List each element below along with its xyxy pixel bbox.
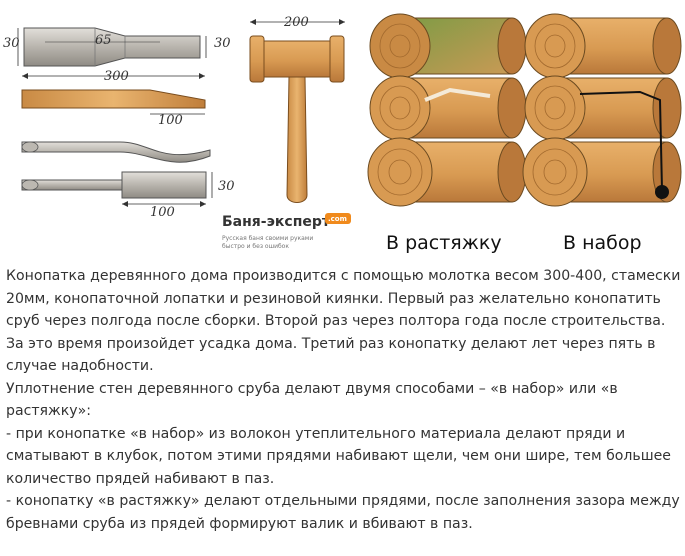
dim-100-bottom: 100 [150, 205, 175, 220]
wide-caulking-chisel: 30 100 [21, 171, 235, 220]
dim-30-left: 30 [3, 36, 20, 51]
dim-200: 200 [283, 15, 309, 30]
caption-rastyazhku: В растяжку [386, 232, 502, 254]
logo-domain: .com [328, 215, 347, 223]
logo-tagline-1: Русская баня своими руками [222, 235, 313, 242]
dim-30-bottom: 30 [218, 179, 235, 194]
wooden-mallet: 200 [249, 15, 345, 203]
paragraph-nabor: - при конопатке «в набор» из волокон уте… [6, 425, 671, 487]
dim-100-top: 100 [158, 113, 183, 128]
paragraph-rastyazhku: - конопатку «в растяжку» делают отдельны… [6, 493, 680, 532]
caption-nabor: В набор [563, 232, 642, 254]
caulking-illustration: 30 65 30 300 100 30 100 200 [3, 13, 682, 254]
paragraph-methods: Уплотнение стен деревянного сруба делают… [6, 380, 618, 420]
logo-name: Баня-эксперт [222, 214, 331, 230]
dim-300: 300 [104, 69, 129, 84]
banya-expert-logo: Баня-эксперт .com Русская баня своими ру… [222, 213, 351, 250]
logo-tagline-2: быстро и без ошибок [222, 243, 289, 250]
dim-65: 65 [95, 33, 112, 48]
paragraph-intro: Конопатка деревянного дома производится … [6, 268, 681, 374]
dim-30-right: 30 [214, 36, 231, 51]
caulking-chisel-tool: 30 65 30 [3, 27, 231, 67]
log-stack-rastyazhku: В растяжку [367, 13, 527, 254]
caulking-spatula-tool: 300 100 [21, 69, 206, 128]
article-text: Конопатка деревянного дома производится … [6, 265, 682, 535]
log-stack-nabor: В набор [522, 13, 682, 254]
curved-caulking-iron [21, 141, 211, 163]
